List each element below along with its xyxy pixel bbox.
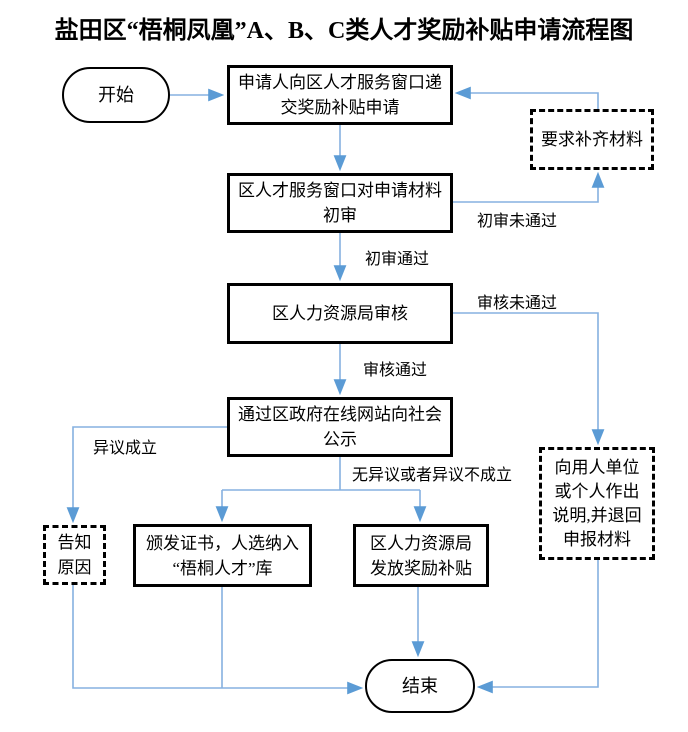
node-label: 颁发证书，人选纳入 xyxy=(146,533,299,553)
node-label: 公示 xyxy=(323,430,357,449)
node-return-materials: 向用人单位 或个人作出 说明,并退回 申报材料 xyxy=(539,447,655,560)
node-label: 初审 xyxy=(323,206,357,225)
connector-review-fail-to-return xyxy=(453,312,605,446)
node-end: 结束 xyxy=(365,659,475,713)
edge-label-review-fail: 审核未通过 xyxy=(477,295,558,312)
node-publicity: 通过区政府在线网站向社会 公示 xyxy=(227,397,453,457)
node-request-materials: 要求补齐材料 xyxy=(530,109,654,170)
node-start: 开始 xyxy=(62,67,170,123)
node-label: 区人力资源局审核 xyxy=(272,304,408,323)
node-label: 要求补齐材料 xyxy=(541,130,643,149)
node-label: 申报材料 xyxy=(563,529,631,549)
node-label: 申请人向区人才服务窗口递 xyxy=(238,73,442,92)
node-label: “梧桐人才”库 xyxy=(172,558,273,578)
node-label: 原因 xyxy=(57,558,92,577)
connector-preliminary-fail-to-request xyxy=(453,171,605,203)
page-title: 盐田区“梧桐凤凰”A、B、C类人才奖励补贴申请流程图 xyxy=(54,18,634,44)
node-notify-reason: 告知 原因 xyxy=(43,525,106,585)
connector-request-to-submit xyxy=(454,86,599,109)
connector-notify-to-end xyxy=(72,585,364,695)
node-grant-subsidy: 区人力资源局 发放奖励补贴 xyxy=(353,524,489,587)
node-label: 告知 xyxy=(57,533,92,552)
node-hr-review: 区人力资源局审核 xyxy=(227,283,453,344)
node-label: 区人力资源局 xyxy=(370,533,472,553)
node-label: 交奖励补贴申请 xyxy=(280,98,400,117)
node-label: 向用人单位 xyxy=(554,457,640,477)
node-label: 说明,并退回 xyxy=(552,505,642,525)
edge-label-preliminary-fail: 初审未通过 xyxy=(477,213,558,230)
node-label: 区人才服务窗口对申请材料 xyxy=(238,181,442,200)
edge-label-no-objection: 无异议或者异议不成立 xyxy=(352,467,513,484)
node-label: 发放奖励补贴 xyxy=(370,558,472,578)
node-issue-certificate: 颁发证书，人选纳入 “梧桐人才”库 xyxy=(133,524,312,587)
connector-objection-to-notify xyxy=(66,426,227,524)
connector-return-to-end xyxy=(476,560,599,694)
node-submit-application: 申请人向区人才服务窗口递 交奖励补贴申请 xyxy=(227,65,453,125)
edge-label-objection-valid: 异议成立 xyxy=(93,440,158,457)
edge-label-preliminary-pass: 初审通过 xyxy=(365,251,430,268)
node-label: 结束 xyxy=(402,675,438,696)
node-label: 开始 xyxy=(98,84,134,105)
node-preliminary-review: 区人才服务窗口对申请材料 初审 xyxy=(227,173,453,233)
edge-label-review-pass: 审核通过 xyxy=(363,362,428,379)
node-label: 或个人作出 xyxy=(554,481,640,501)
node-label: 通过区政府在线网站向社会 xyxy=(238,405,442,424)
